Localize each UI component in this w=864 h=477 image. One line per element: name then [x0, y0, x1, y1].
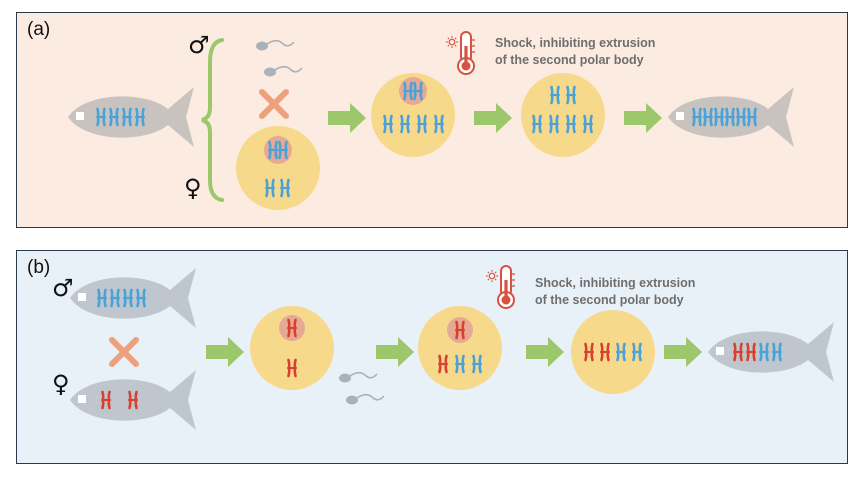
male-symbol-b: ♂	[52, 274, 74, 302]
fish-eye	[716, 347, 724, 355]
arrow-icon	[474, 103, 512, 133]
arrow-icon	[624, 103, 662, 133]
sun-icon	[445, 35, 459, 49]
male-symbol-a: ♂	[188, 31, 210, 59]
cross-icon	[259, 89, 289, 119]
egg-cell	[236, 126, 320, 210]
fish-eye	[78, 395, 86, 403]
egg-cell	[371, 73, 455, 157]
arrow-icon	[526, 337, 564, 367]
fish-eye	[676, 112, 684, 120]
thermometer-icon	[457, 31, 476, 75]
brace-icon	[201, 38, 224, 202]
shock-label-a: Shock, inhibiting extrusion of the secon…	[495, 36, 656, 67]
fish-eye	[78, 293, 86, 301]
sun-icon	[485, 269, 499, 283]
thermometer-icon	[497, 265, 516, 309]
fish-icon	[708, 322, 834, 382]
female-symbol-a: ♀	[184, 174, 202, 202]
arrow-icon	[664, 337, 702, 367]
arrow-icon	[376, 337, 414, 367]
egg-cell	[571, 310, 655, 394]
panel-a-label: (a)	[27, 19, 51, 40]
sperm-icon	[338, 371, 385, 406]
sperm-icon	[255, 39, 303, 78]
arrow-icon	[206, 337, 244, 367]
fish-eye	[76, 112, 84, 120]
shock-label-b: Shock, inhibiting extrusion of the secon…	[535, 276, 696, 307]
egg-cell	[521, 73, 605, 157]
egg-cell	[250, 306, 334, 390]
cross-icon	[109, 337, 139, 367]
panel-b-label: (b)	[27, 257, 51, 278]
female-symbol-b: ♀	[52, 370, 70, 398]
arrow-icon	[328, 103, 366, 133]
